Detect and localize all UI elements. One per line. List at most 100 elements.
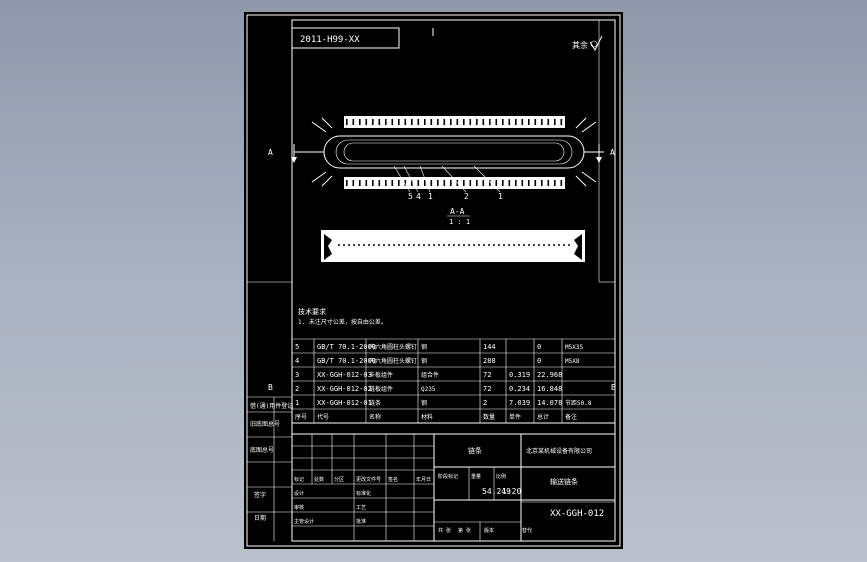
bom-header-qty: 数量: [483, 413, 495, 421]
tb-process: 工艺: [356, 505, 366, 511]
zone-letter-a: A: [268, 148, 273, 157]
bom-cell-total_w: 14.078: [537, 399, 562, 407]
bom-cell-name: 链条: [369, 399, 381, 407]
tech-req-line1: 1. 未注尺寸公差，按自由公差。: [298, 318, 387, 326]
zone-letter-b-left: B: [268, 383, 273, 392]
side-label-1: 旧底图总号: [250, 420, 280, 428]
bom-header-material: 材料: [421, 413, 433, 421]
tb-assembly-title: 输送链条: [550, 477, 578, 486]
tb-count: 处数: [314, 476, 324, 483]
bom-cell-remark: M5X8: [565, 358, 580, 365]
bom-cell-no: 1: [295, 399, 299, 407]
tb-date: 年月日: [416, 476, 431, 483]
plate-gap: [534, 180, 537, 186]
bom-cell-name: 内六角圆柱头螺钉: [369, 357, 417, 365]
bom-cell-total_w: 16.848: [537, 385, 562, 393]
plate-gap: [521, 119, 524, 125]
bom-cell-total_w: 0: [537, 357, 541, 365]
plate-gap: [554, 119, 556, 125]
bom-cell-no: 2: [295, 385, 299, 393]
tb-version: 版本: [484, 527, 494, 534]
bom-header-code: 代号: [317, 413, 329, 421]
plate-gap: [398, 119, 400, 125]
plate-gap: [560, 180, 563, 186]
plate-gap: [547, 119, 550, 125]
top-link-plates: [344, 116, 565, 128]
plate-gap: [372, 119, 374, 125]
plate-gap: [560, 119, 563, 125]
bom-cell-qty: 72: [483, 385, 491, 393]
plate-gap: [417, 119, 420, 125]
plate-gap: [385, 180, 387, 186]
tb-standardize: 标准化: [356, 490, 371, 497]
title-block: 标记 处数 分区 更改文件号 签名 年月日 设计 标准化 工艺 主管设计 批准 …: [291, 433, 616, 542]
tb-scale: 1:20: [502, 487, 521, 496]
plate-gap: [437, 119, 439, 125]
bom-header-name: 名称: [369, 413, 381, 421]
plate-gap: [495, 119, 498, 125]
bom-cell-qty: 288: [483, 357, 496, 365]
drawing-canvas: 2011-H99-XX 其余 A B B: [246, 14, 621, 547]
callout-1b: 1: [498, 192, 503, 201]
section-marker-a: A: [610, 148, 615, 157]
tb-sheets: 共 张: [438, 527, 451, 534]
roughness-icon: [589, 35, 603, 52]
tb-weight: 54.249: [482, 487, 511, 496]
bom-cell-code: GB/T 70.1-2000: [317, 357, 376, 365]
bottom-link-plates: [344, 177, 565, 189]
plate-gap: [352, 180, 355, 186]
callout-2: 2: [464, 192, 469, 201]
plate-gap: [391, 180, 394, 186]
code-box: [291, 27, 400, 49]
plate-gap: [398, 180, 400, 186]
tb-sheet: 第 张: [458, 527, 471, 534]
tb-check: 审核: [294, 504, 304, 511]
plate-gap: [456, 119, 459, 125]
tb-zone: 分区: [334, 476, 344, 483]
bom-cell-total_w: 0: [537, 343, 541, 351]
outer-border: [246, 14, 621, 547]
bom-cell-qty: 144: [483, 343, 496, 351]
plate-gap: [541, 180, 543, 186]
callout-4: 4: [416, 192, 421, 201]
roughness-label: 其余: [572, 40, 588, 50]
bom-cell-unit_w: 7.039: [509, 399, 530, 407]
plate-gap: [495, 180, 498, 186]
plate-gap: [417, 180, 420, 186]
plate-gap: [359, 119, 361, 125]
section-scale: 1 : 1: [449, 218, 470, 226]
bom-cell-total_w: 22.968: [537, 371, 562, 379]
side-label-0: 借(通)用件登记: [250, 402, 293, 410]
plate-gap: [489, 119, 491, 125]
side-label-4: 日期: [254, 514, 266, 522]
bom-cell-code: GB/T 70.1-2000: [317, 343, 376, 351]
plate-gap: [463, 119, 465, 125]
drawing-code: 2011-H99-XX: [300, 35, 360, 45]
bom-cell-material: 钢: [421, 343, 427, 351]
plate-gap: [359, 180, 361, 186]
plate-gap: [476, 119, 478, 125]
plate-gap: [508, 180, 511, 186]
bom-cell-material: 组合件: [421, 371, 439, 379]
tb-replace: 替代: [522, 527, 532, 534]
inner-border: [291, 19, 616, 542]
bom-cell-material: 钢: [421, 399, 427, 407]
plate-gap: [554, 180, 556, 186]
zone-letter-b-right: B: [611, 383, 616, 392]
plate-gap: [411, 180, 413, 186]
plate-gap: [502, 180, 504, 186]
bom-cell-code: XX-GGH-012-02: [317, 385, 372, 393]
bom-cell-unit_w: 0.319: [509, 371, 530, 379]
plate-gap: [450, 119, 452, 125]
tb-design: 设计: [294, 490, 304, 497]
plate-gap: [404, 119, 407, 125]
plate-gap: [502, 119, 504, 125]
plate-gap: [443, 180, 446, 186]
plate-gap: [489, 180, 491, 186]
plate-gap: [528, 180, 530, 186]
bom-cell-material: Q235: [421, 386, 436, 393]
tb-stage: 阶段标记: [438, 473, 458, 480]
plate-gap: [482, 180, 485, 186]
